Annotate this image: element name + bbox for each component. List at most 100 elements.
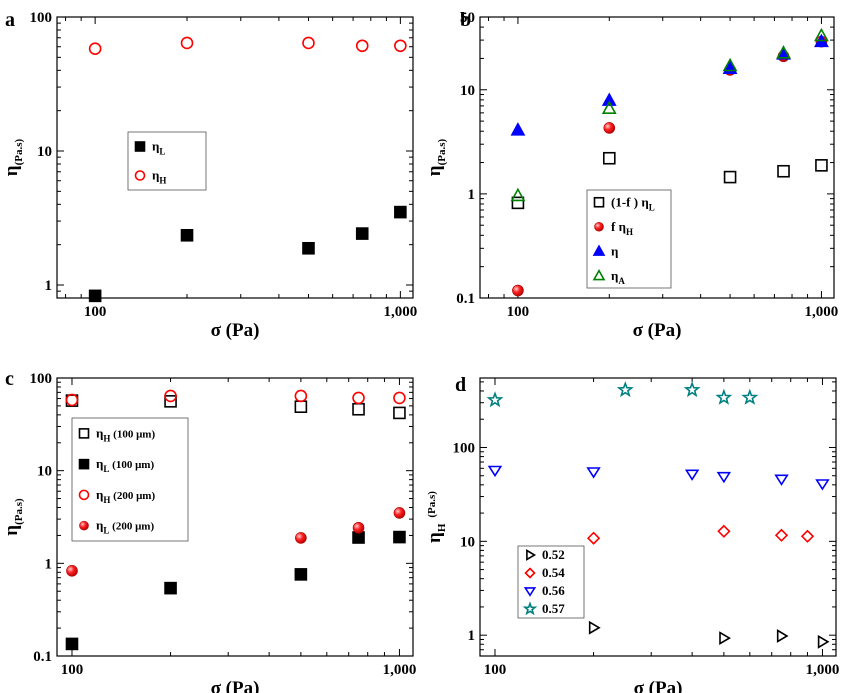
x-tick-label: 1,000: [383, 662, 417, 678]
legend: ηH (100 μm)ηL (100 μm)ηH (200 μm)ηL (200…: [71, 417, 189, 542]
data-point: [616, 381, 634, 398]
series-1: [586, 524, 815, 545]
y-tick-label: 100: [453, 440, 476, 456]
data-point: [715, 388, 733, 405]
data-point: [776, 45, 791, 59]
legend-label: ηL (200 μm): [96, 518, 154, 536]
data-point: [393, 391, 406, 405]
data-point: [355, 39, 369, 53]
data-point: [294, 389, 308, 403]
legend-marker: [522, 601, 538, 616]
data-point: [65, 393, 79, 407]
data-point: [814, 27, 829, 42]
y-axis-label: ηH(Pa.s): [424, 491, 448, 543]
data-point: [774, 474, 789, 486]
data-point: [164, 581, 177, 595]
data-point: [586, 531, 601, 545]
panel-letter: b: [460, 9, 471, 31]
legend-marker: [134, 170, 146, 181]
data-point: [393, 507, 406, 519]
data-point: [180, 36, 194, 50]
y-tick-label: 10: [460, 534, 475, 550]
legend-label: ηL: [152, 139, 165, 157]
legend-label: η: [611, 243, 618, 258]
data-point: [511, 196, 525, 210]
y-tick-label: 10: [37, 464, 52, 480]
data-point: [352, 391, 365, 405]
data-point: [722, 57, 738, 72]
y-tick-label: 1: [468, 187, 476, 203]
data-point: [774, 528, 789, 542]
legend-label: ηL (100 μm): [96, 456, 154, 474]
data-point: [817, 634, 830, 649]
legend-box: [127, 131, 207, 191]
data-point: [302, 241, 315, 255]
series-0: [588, 620, 830, 649]
x-axis-label: σ (Pa): [211, 320, 260, 341]
series-0: [511, 151, 828, 210]
data-point: [355, 227, 369, 240]
legend-box: [71, 417, 189, 542]
legend-label: ηH (100 μm): [96, 425, 155, 443]
legend: ηL ηH: [127, 131, 207, 191]
series-3: [486, 381, 759, 408]
panel-letter: c: [5, 368, 14, 390]
data-point: [88, 42, 102, 56]
y-tick-label: 100: [30, 10, 53, 26]
legend-marker: [79, 520, 89, 531]
data-point: [777, 164, 790, 178]
series-3: [66, 507, 406, 577]
panel-c: c 100 1,000 0.1 1 10 100 σ (Pa) η(Pa.s) ηH (100 μ…: [1, 368, 416, 693]
data-point: [352, 402, 365, 416]
y-tick-label: 10: [37, 144, 52, 160]
data-point: [776, 629, 789, 643]
y-axis-label: η(Pa.s): [1, 498, 25, 536]
series-0: [65, 394, 406, 420]
x-axis-label: σ (Pa): [633, 320, 682, 341]
data-point: [716, 471, 732, 484]
data-point: [180, 228, 194, 242]
panel-letter: a: [5, 9, 15, 31]
data-point: [723, 170, 737, 184]
series-0: [88, 205, 407, 303]
legend-label: ηA: [611, 268, 625, 286]
data-point: [512, 284, 524, 297]
x-tick-label: 100: [507, 304, 530, 320]
legend-marker: [593, 196, 605, 208]
plot-frame: [479, 16, 835, 299]
x-tick-label: 1,000: [806, 662, 840, 678]
series-1: [65, 530, 406, 651]
data-point: [295, 532, 307, 544]
x-tick-label: 100: [61, 662, 84, 678]
y-tick-label: 0.1: [33, 649, 52, 665]
x-axis-label: σ (Pa): [211, 678, 260, 693]
data-point: [487, 465, 503, 478]
data-point: [393, 406, 406, 420]
plot-frame: [56, 16, 414, 299]
data-point: [684, 469, 700, 481]
legend-label: f ηH: [611, 219, 633, 237]
y-axis-label: η(Pa.s): [424, 138, 448, 176]
legend-label: 0.57: [542, 601, 565, 616]
data-point: [586, 467, 601, 479]
data-point: [393, 530, 406, 544]
legend-marker: [78, 428, 90, 439]
x-tick-label: 1,000: [383, 304, 417, 320]
legend-label: ηH: [152, 168, 166, 186]
series-3: [510, 27, 829, 202]
data-point: [683, 381, 701, 398]
y-tick-label: 1: [45, 556, 53, 572]
data-point: [815, 479, 830, 491]
data-point: [88, 289, 102, 303]
panel-letter: d: [455, 374, 466, 396]
legend-label: 0.52: [542, 547, 565, 562]
y-tick-label: 1: [468, 628, 476, 644]
x-axis-label: σ (Pa): [634, 678, 683, 693]
y-tick-label: 100: [30, 371, 53, 387]
data-point: [394, 39, 407, 53]
y-tick-label: 1: [45, 278, 53, 294]
data-point: [815, 159, 828, 172]
